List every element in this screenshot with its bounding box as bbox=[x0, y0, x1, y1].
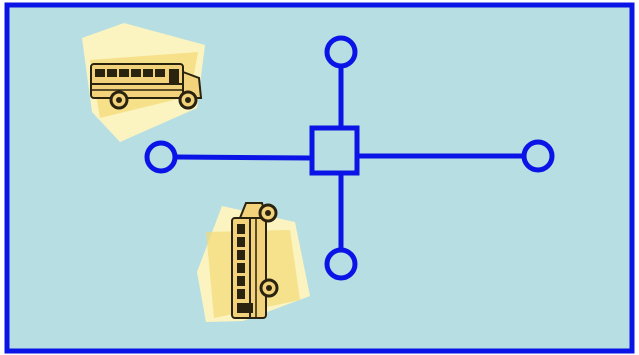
school-bus-icon bbox=[90, 63, 203, 110]
center-junction bbox=[309, 125, 360, 176]
school-bus-icon bbox=[231, 202, 279, 319]
south-terminal bbox=[324, 247, 358, 281]
west-terminal bbox=[144, 140, 178, 174]
connector-west bbox=[176, 154, 312, 161]
school-bus-vertical bbox=[197, 202, 310, 322]
east-terminal bbox=[521, 139, 555, 173]
school-bus-horizontal bbox=[82, 23, 205, 142]
north-terminal bbox=[324, 35, 358, 69]
